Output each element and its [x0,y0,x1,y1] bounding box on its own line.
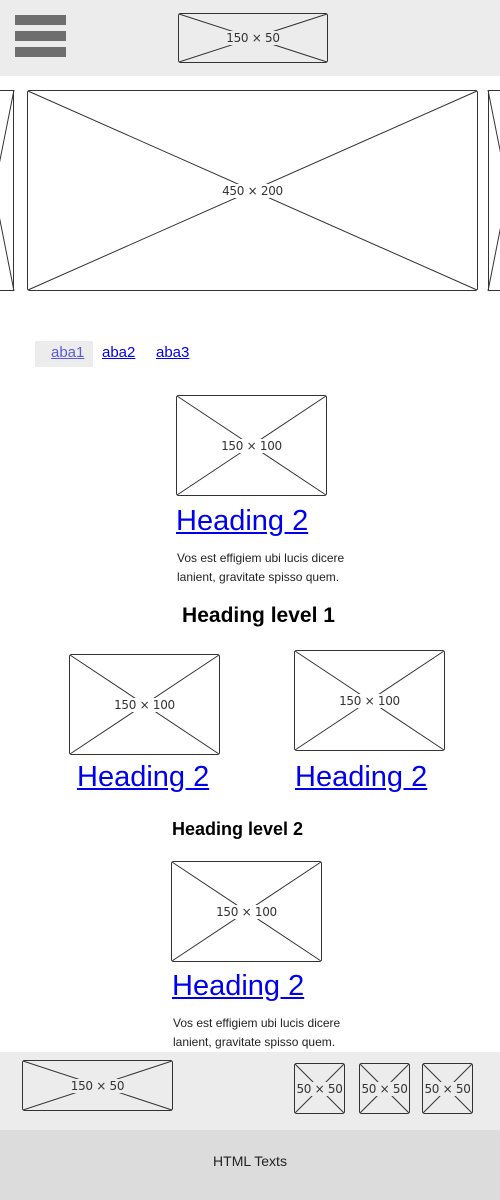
tab-bar: aba1 aba2 aba3 [35,340,235,368]
section1-heading-link[interactable]: Heading 2 [176,505,309,537]
bottom-bar: HTML Texts [0,1130,500,1200]
social-icon-3-size-label: 50 × 50 [423,1081,472,1096]
hamburger-menu-icon[interactable] [15,15,66,58]
carousel-main-slide[interactable]: 450 × 200 [27,90,478,291]
section2-heading-link[interactable]: Heading 2 [172,970,305,1002]
grid-item-1-image: 150 × 100 [69,654,220,755]
section1-image: 150 × 100 [176,395,327,496]
heading-level-2: Heading level 2 [172,819,304,839]
section2-paragraph: Vos est effigiem ubi lucis dicere lanien… [173,1016,341,1049]
grid-item-2-heading-link[interactable]: Heading 2 [295,761,428,793]
section1-image-size-label: 150 × 100 [220,438,283,453]
tab-aba1-label: aba1 [51,344,85,361]
section2-image: 150 × 100 [171,861,322,962]
heading-level-1: Heading level 1 [182,604,335,627]
social-icon-2[interactable]: 50 × 50 [359,1063,410,1114]
tab-aba2-label: aba2 [102,344,136,361]
carousel-prev-slide[interactable] [0,89,15,292]
social-icon-1[interactable]: 50 × 50 [294,1063,345,1114]
social-icon-1-size-label: 50 × 50 [295,1081,344,1096]
grid-item-1-image-size-label: 150 × 100 [113,697,176,712]
logo-placeholder[interactable]: 150 × 50 [178,13,328,63]
footer-bar: 150 × 50 50 × 50 50 × 50 50 × 50 [0,1052,500,1130]
social-icon-2-size-label: 50 × 50 [360,1081,409,1096]
carousel-size-label: 450 × 200 [221,183,284,198]
header-bar: 150 × 50 [0,0,500,76]
grid-item-1-heading-link[interactable]: Heading 2 [77,761,210,793]
tab-aba1[interactable]: aba1 [35,341,93,367]
carousel-next-slide[interactable] [487,89,500,292]
tab-aba3[interactable]: aba3 [149,341,199,367]
logo-size-label: 150 × 50 [225,31,281,45]
bottom-bar-text: HTML Texts [213,1153,287,1169]
footer-logo-size-label: 150 × 50 [69,1078,126,1093]
section2-image-size-label: 150 × 100 [215,904,278,919]
section1-paragraph: Vos est effigiem ubi lucis dicere lanien… [177,551,345,584]
grid-item-2-image-size-label: 150 × 100 [338,693,401,708]
social-icon-3[interactable]: 50 × 50 [422,1063,473,1114]
grid-item-2-image: 150 × 100 [294,650,445,751]
tab-aba3-label: aba3 [156,344,190,361]
tab-aba2[interactable]: aba2 [95,341,145,367]
footer-logo-placeholder[interactable]: 150 × 50 [22,1060,173,1111]
